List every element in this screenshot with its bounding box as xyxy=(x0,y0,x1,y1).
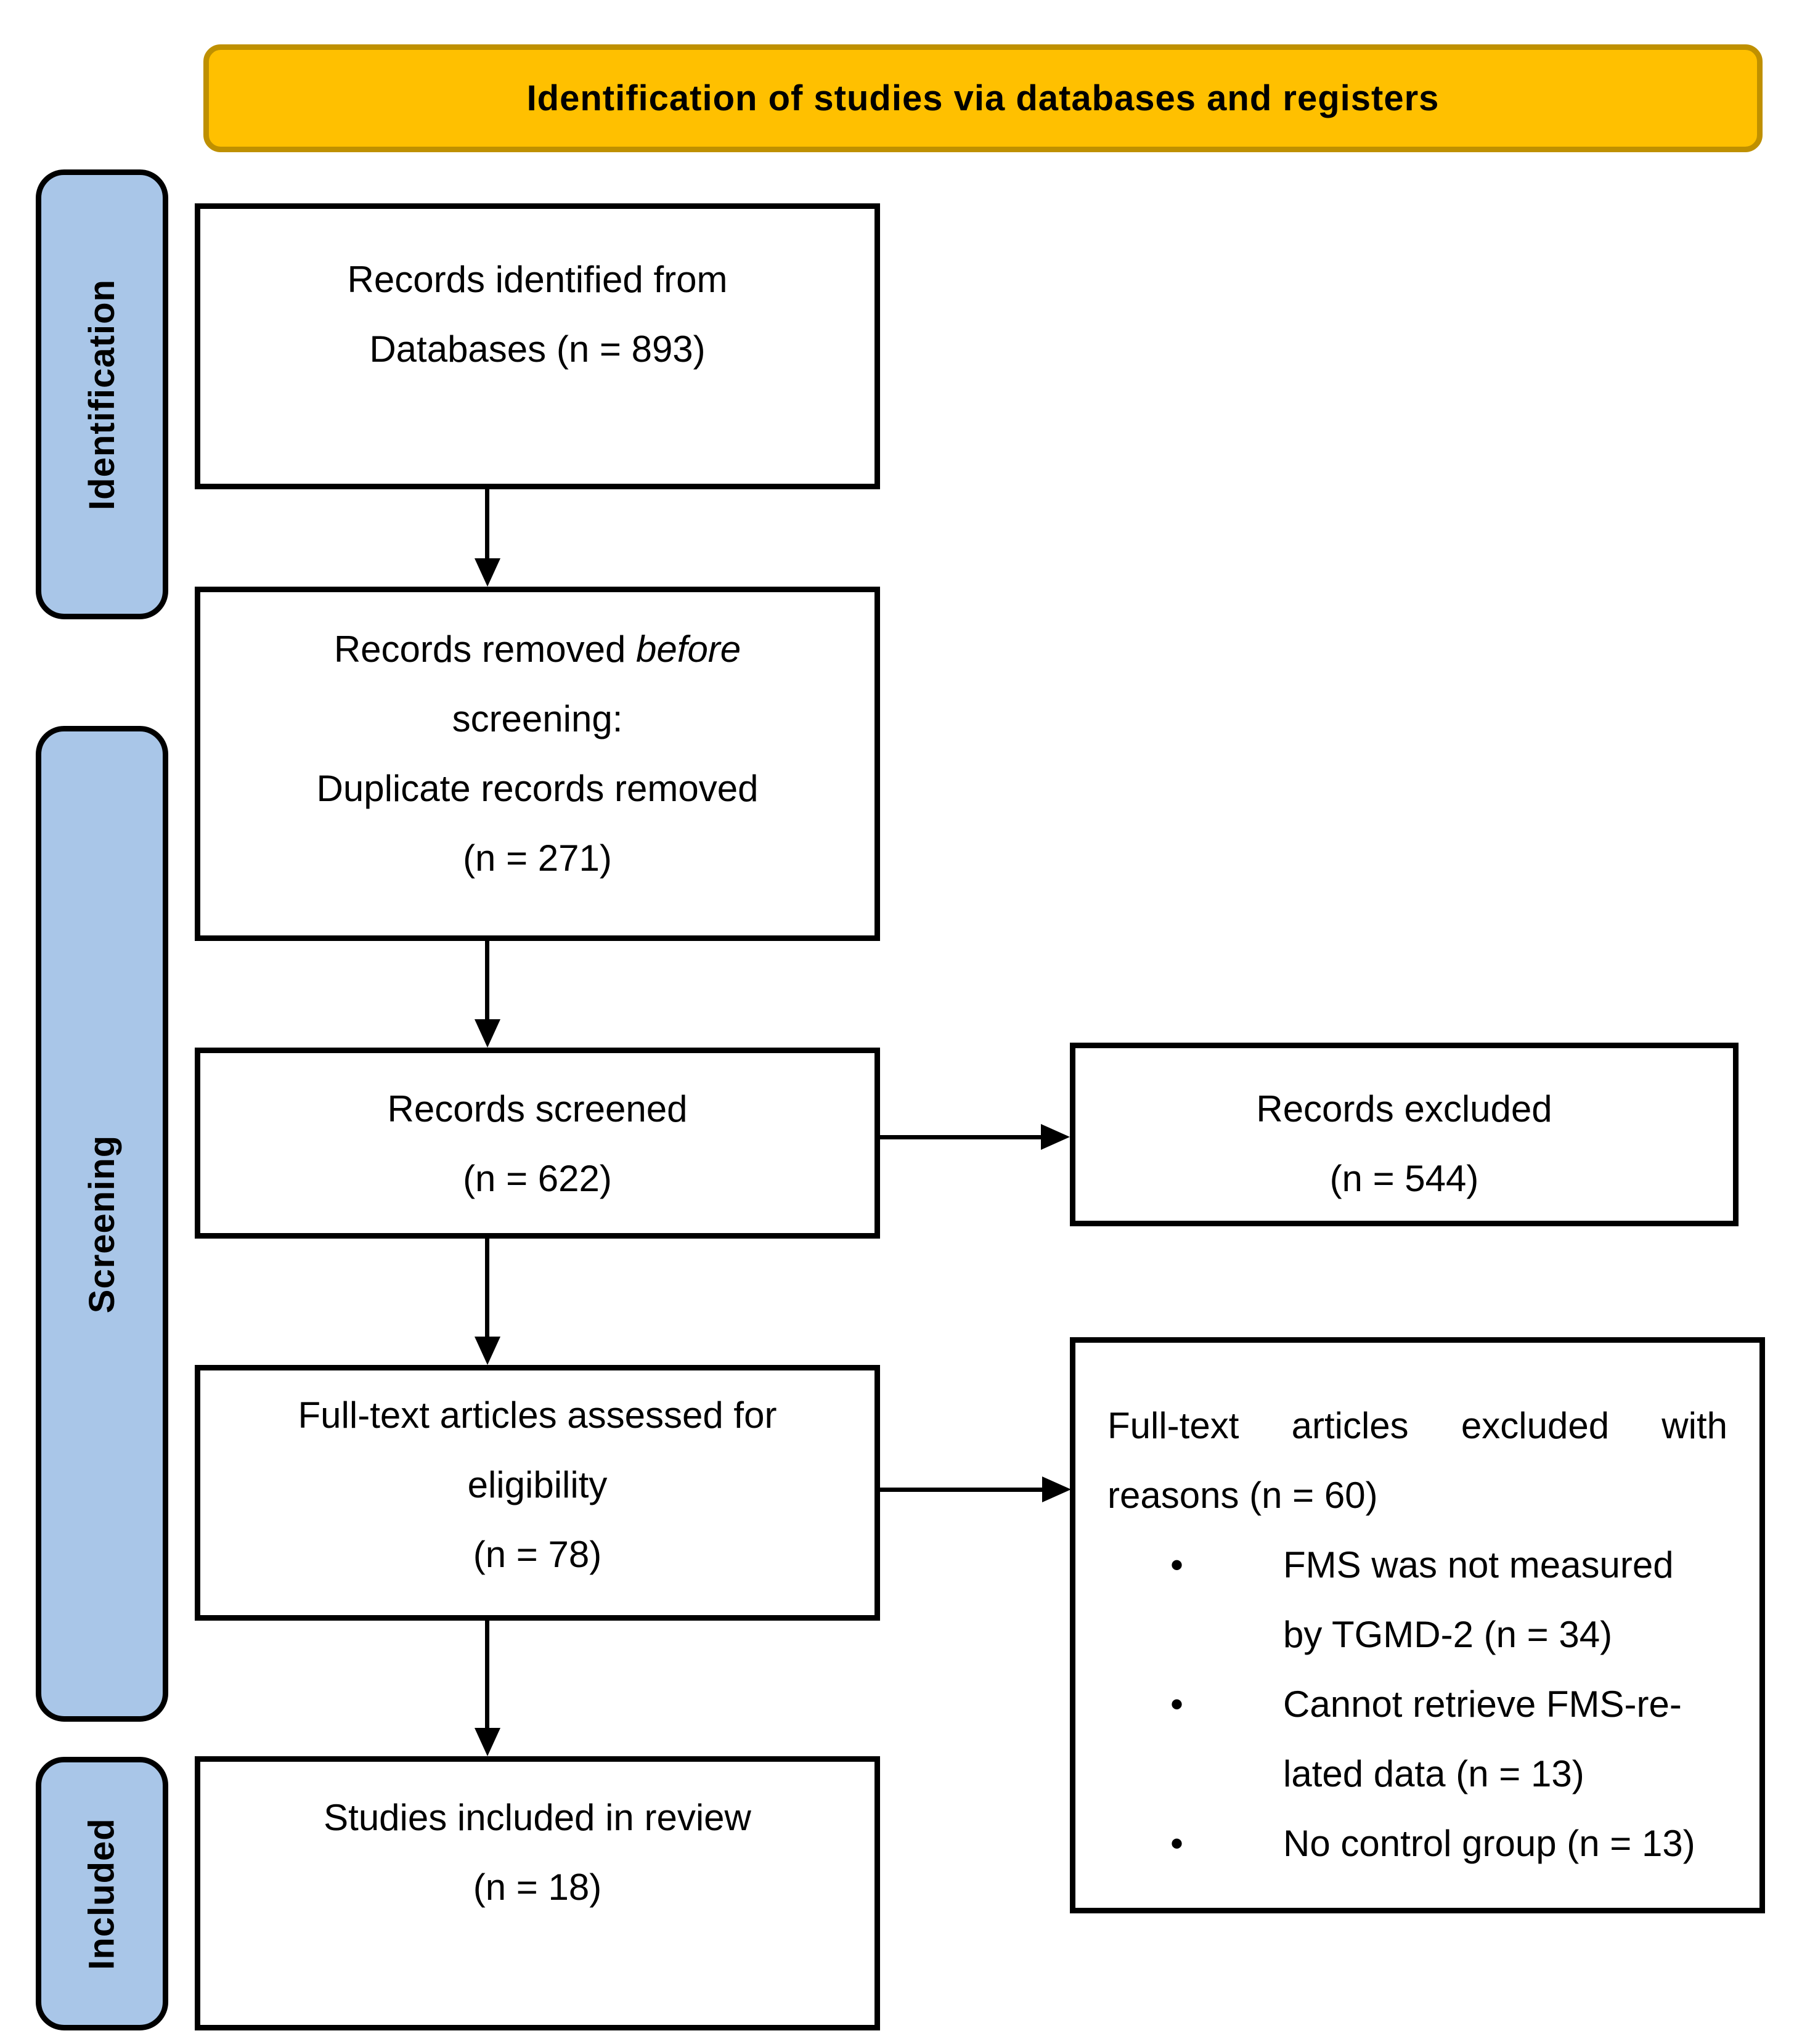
arrow-identified-to-removed-line xyxy=(485,489,489,561)
bullet-dot-icon: • xyxy=(1170,1684,1184,1725)
box-studies-included: Studies included in review (n = 18) xyxy=(195,1756,880,2030)
box-records-screened: Records screened (n = 622) xyxy=(195,1048,880,1239)
records-screened-line2: (n = 622) xyxy=(463,1158,612,1199)
bullet-item-continuation: by TGMD-2 (n = 34) xyxy=(1283,1614,1613,1655)
banner-identification-of-studies: Identification of studies via databases … xyxy=(203,44,1763,152)
arrow-identified-to-removed-head xyxy=(475,558,500,587)
studies-included-line2: (n = 18) xyxy=(473,1867,602,1908)
arrow-assessed-to-fulltext-excluded-line xyxy=(879,1488,1044,1492)
records-removed-line1: Records removed before xyxy=(333,629,741,670)
records-excluded-line2: (n = 544) xyxy=(1329,1158,1479,1199)
records-removed-line3: Duplicate records removed xyxy=(316,768,759,809)
records-identified-line2: Databases (n = 893) xyxy=(369,328,706,370)
bullet-dot-icon: • xyxy=(1170,1823,1184,1864)
box-fulltext-excluded: Full-text articles excluded with reasons… xyxy=(1070,1337,1765,1913)
arrow-screened-to-excluded-line xyxy=(879,1135,1043,1139)
fulltext-assessed-line2: eligibility xyxy=(467,1464,608,1505)
arrow-assessed-to-included-head xyxy=(475,1728,500,1756)
arrow-removed-to-screened-head xyxy=(475,1019,500,1048)
arrow-assessed-to-fulltext-excluded-head xyxy=(1042,1476,1071,1502)
bullet-item-continuation: lated data (n = 13) xyxy=(1283,1753,1584,1794)
studies-included-line1: Studies included in review xyxy=(324,1797,751,1838)
fulltext-assessed-line3: (n = 78) xyxy=(473,1534,602,1575)
box-records-removed: Records removed before screening: Duplic… xyxy=(195,587,880,941)
records-screened-line1: Records screened xyxy=(387,1088,688,1130)
fulltext-excluded-bullet-list: •FMS was not measured by TGMD-2 (n = 34)… xyxy=(1107,1530,1727,1878)
box-records-excluded: Records excluded (n = 544) xyxy=(1070,1043,1739,1226)
records-excluded-line1: Records excluded xyxy=(1256,1088,1552,1130)
stage-identification-label: Identification xyxy=(82,279,123,510)
fulltext-assessed-line1: Full-text articles assessed for xyxy=(298,1395,777,1436)
bullet-item: •No control group (n = 13) xyxy=(1107,1809,1727,1878)
banner-title: Identification of studies via databases … xyxy=(526,78,1440,118)
fulltext-excluded-line2: reasons (n = 60) xyxy=(1107,1475,1378,1516)
records-removed-before-italic: before xyxy=(636,629,741,670)
stage-screening: Screening xyxy=(36,726,168,1722)
box-fulltext-assessed: Full-text articles assessed for eligibil… xyxy=(195,1365,880,1621)
stage-identification: Identification xyxy=(36,169,168,619)
arrow-screened-to-assessed-head xyxy=(475,1337,500,1365)
bullet-item: •FMS was not measured xyxy=(1107,1530,1727,1600)
fulltext-excluded-line1: Full-text articles excluded with xyxy=(1107,1405,1727,1446)
stage-screening-label: Screening xyxy=(82,1134,122,1313)
records-removed-line4: (n = 271) xyxy=(463,837,612,879)
stage-included-label: Included xyxy=(82,1817,122,1970)
arrow-screened-to-assessed-line xyxy=(485,1239,489,1338)
arrow-assessed-to-included-line xyxy=(485,1621,489,1730)
bullet-item: •Cannot retrieve FMS-re- xyxy=(1107,1669,1727,1739)
records-removed-line2: screening: xyxy=(452,698,623,739)
box-records-identified: Records identified from Databases (n = 8… xyxy=(195,203,880,489)
arrow-screened-to-excluded-head xyxy=(1041,1124,1070,1150)
arrow-removed-to-screened-line xyxy=(485,941,489,1021)
stage-included: Included xyxy=(36,1757,168,2030)
records-identified-line1: Records identified from xyxy=(347,259,728,300)
bullet-dot-icon: • xyxy=(1170,1544,1184,1586)
